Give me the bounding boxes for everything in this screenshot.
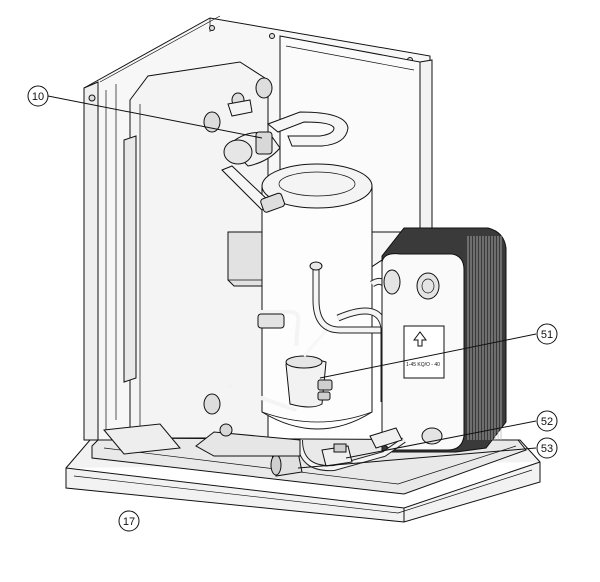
callout-52-label: 52: [541, 416, 553, 428]
leader-lines: [47, 95, 537, 469]
leader-10: [47, 95, 263, 139]
callout-53: 53: [536, 437, 558, 459]
heat-exchanger-fins: [467, 236, 502, 440]
callout-10-label: 10: [32, 91, 44, 103]
callout-53-label: 53: [541, 443, 553, 455]
plate-label: 1-45 KQ/O - 40: [406, 362, 440, 368]
callout-51: 51: [536, 323, 558, 345]
callout-17: 17: [118, 510, 140, 532]
leader-52: [345, 420, 537, 459]
leader-51: [319, 333, 537, 379]
lower-left-pipework: [210, 310, 301, 412]
leader-53: [297, 447, 537, 469]
callout-52: 52: [536, 410, 558, 432]
filter-drier: [285, 325, 333, 408]
plate-heat-exchanger: 1-45 KQ/O - 40: [381, 227, 507, 453]
callout-17-label: 17: [123, 516, 135, 528]
bottom-pipework: [103, 423, 406, 477]
callout-10: 10: [27, 85, 49, 107]
callout-51-label: 51: [541, 329, 553, 341]
